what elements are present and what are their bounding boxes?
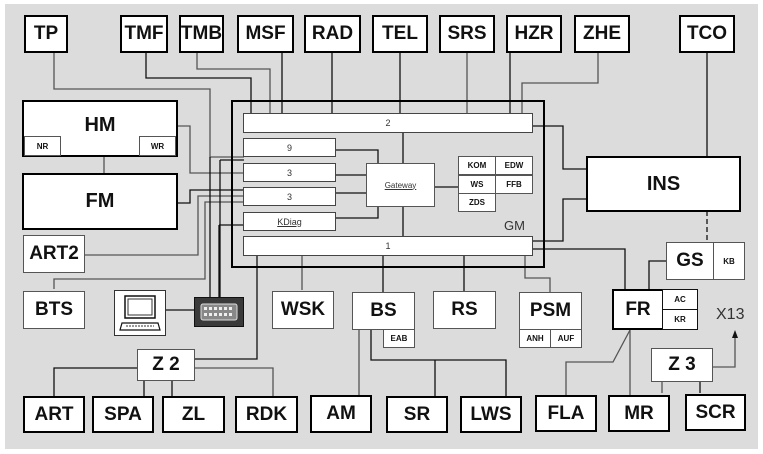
x13-label: X13 (716, 306, 745, 323)
node-wsk[interactable]: WSK (272, 291, 334, 329)
node-psm[interactable]: PSM (519, 292, 582, 330)
node-zl[interactable]: ZL (162, 396, 225, 433)
wire-bts (53, 201, 244, 289)
node-gs[interactable]: GS (666, 242, 714, 280)
wire-fm (177, 189, 244, 204)
arrow-x13 (732, 330, 738, 338)
node-art2[interactable]: ART2 (23, 235, 85, 273)
gm-label: GM (504, 218, 525, 233)
fr-sub-kr: KR (662, 309, 698, 330)
bs-sub-eab: EAB (383, 329, 415, 348)
node-srs[interactable]: SRS (439, 15, 495, 53)
wire-bus1-fr (532, 248, 626, 291)
func-ws: WS (458, 175, 496, 194)
wire-art2 (85, 195, 244, 256)
node-lws[interactable]: LWS (460, 396, 522, 433)
wire-z3-x13 (713, 336, 736, 368)
node-tco[interactable]: TCO (679, 15, 735, 53)
bus-1[interactable]: 1 (243, 236, 533, 256)
bus-2[interactable]: 2 (243, 113, 533, 133)
psm-sub-auf: AUF (550, 329, 582, 348)
node-am[interactable]: AM (310, 395, 372, 433)
wire-tmf (145, 52, 252, 114)
wire-bus1-ins (532, 198, 587, 242)
node-msf[interactable]: MSF (237, 15, 294, 53)
node-tel[interactable]: TEL (372, 15, 428, 53)
node-tp[interactable]: TP (24, 15, 68, 53)
func-zds: ZDS (458, 193, 496, 212)
node-bs[interactable]: BS (352, 292, 415, 330)
hm-sub-nr: NR (24, 136, 61, 156)
wire-tp (53, 52, 244, 158)
hm-sub-wr: WR (139, 136, 176, 156)
node-tmf[interactable]: TMF (120, 15, 168, 53)
obd-connector-icon[interactable] (194, 297, 244, 327)
wire-gs-fr (648, 260, 666, 291)
wire-zhe (521, 52, 599, 114)
psm-sub-anh: ANH (519, 329, 551, 348)
gateway[interactable]: Gateway (366, 163, 435, 207)
node-ins[interactable]: INS (586, 156, 741, 212)
node-spa[interactable]: SPA (92, 396, 154, 433)
gm-frame (231, 100, 545, 268)
bus-kdiag[interactable]: KDiag (243, 212, 336, 231)
wire-tmb (196, 52, 271, 114)
node-rdk[interactable]: RDK (235, 396, 298, 433)
func-ffb: FFB (495, 175, 533, 194)
bus-9[interactable]: 9 (243, 138, 336, 157)
func-edw: EDW (495, 156, 533, 175)
bus-3b[interactable]: 3 (243, 187, 336, 206)
node-bts[interactable]: BTS (23, 291, 85, 329)
node-scr[interactable]: SCR (685, 394, 746, 431)
wire-hm (177, 125, 244, 174)
node-z3[interactable]: Z 3 (651, 348, 713, 382)
node-fla[interactable]: FLA (535, 395, 597, 432)
wire-z2 (193, 255, 258, 360)
node-art[interactable]: ART (23, 396, 85, 433)
node-fm[interactable]: FM (22, 173, 178, 230)
fr-sub-ac: AC (662, 289, 698, 310)
node-z2[interactable]: Z 2 (137, 349, 195, 381)
node-zhe[interactable]: ZHE (574, 15, 630, 53)
node-rs[interactable]: RS (433, 291, 496, 329)
node-tmb[interactable]: TMB (179, 15, 224, 53)
wire-bus2-ins (532, 125, 587, 170)
node-sr[interactable]: SR (386, 396, 448, 433)
bus-3a[interactable]: 3 (243, 163, 336, 182)
hm-label: HM (84, 114, 116, 136)
node-hzr[interactable]: HZR (506, 15, 562, 53)
func-kom: KOM (458, 156, 496, 175)
node-fr[interactable]: FR (612, 289, 664, 330)
node-rad[interactable]: RAD (304, 15, 361, 53)
computer-icon[interactable] (114, 290, 166, 336)
node-mr[interactable]: MR (608, 395, 670, 432)
gs-sub-kb: KB (713, 242, 745, 280)
